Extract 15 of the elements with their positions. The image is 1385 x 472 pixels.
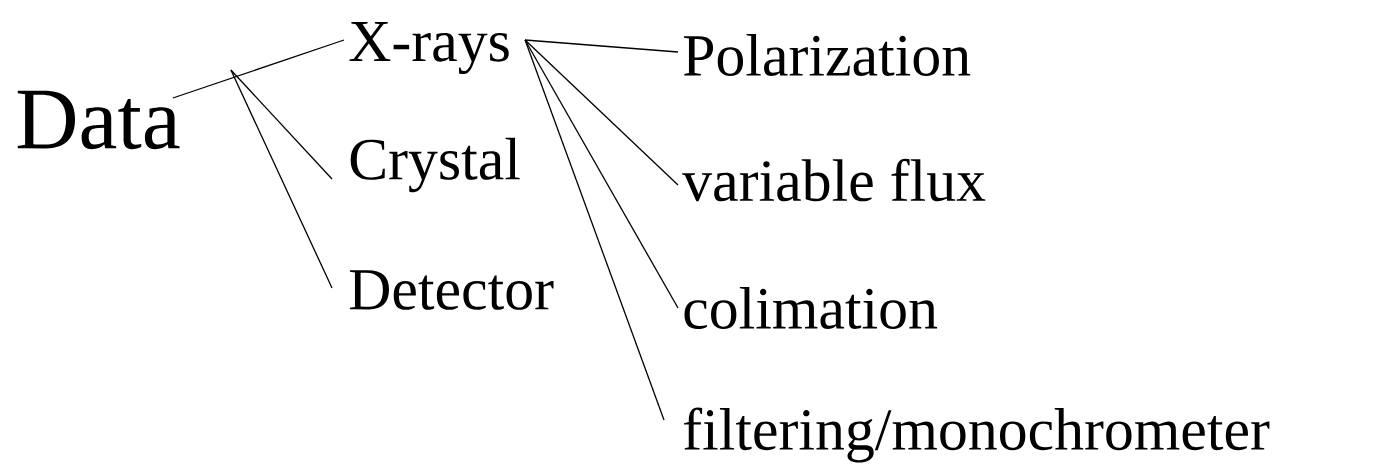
connector-line: [524, 39, 679, 53]
text-label: filtering/monochrometer: [684, 407, 1270, 463]
text-label: Polarization: [683, 33, 971, 76]
text-label: Detector: [349, 270, 554, 310]
connector-line: [230, 69, 333, 180]
connector-line: [524, 39, 679, 186]
connector-line: [172, 39, 345, 99]
text-label: variable flux: [682, 158, 986, 202]
text-label: Data: [17, 90, 180, 150]
text-label: X-rays: [349, 21, 509, 74]
connector-line: [230, 69, 333, 289]
connector-line: [524, 39, 679, 309]
text-label: Crystal: [350, 137, 520, 193]
connector-line: [524, 39, 665, 421]
text-label: colimation: [684, 286, 937, 329]
